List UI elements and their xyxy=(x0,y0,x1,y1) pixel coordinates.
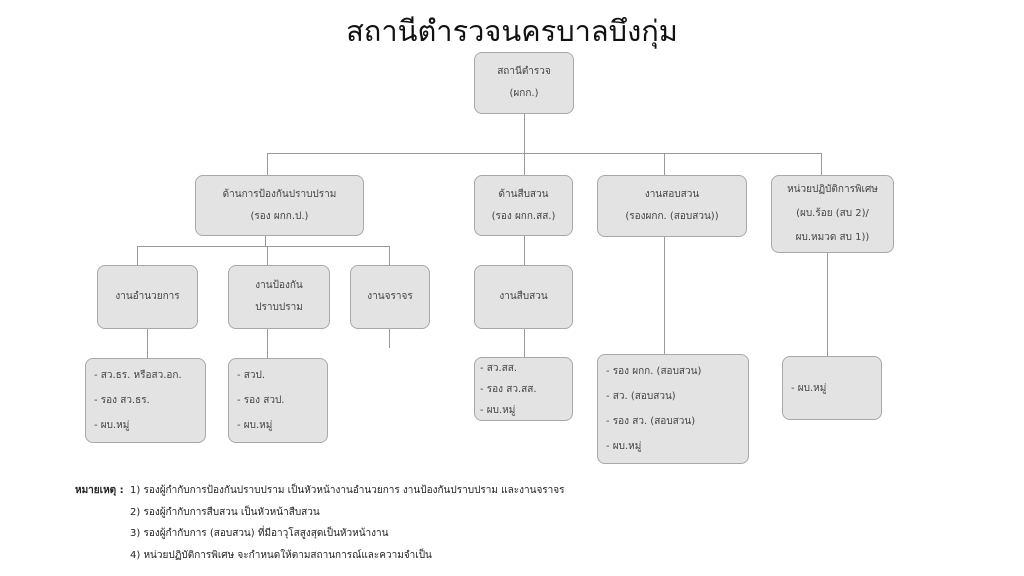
staff-item: - สวป. xyxy=(237,370,266,381)
unit-traffic: งานจราจร xyxy=(350,265,430,329)
staff-item: - สว.ธร. หรือสว.อก. xyxy=(94,370,182,381)
branch-investigation: ด้านสืบสวน (รอง ผกก.สส.) xyxy=(474,175,573,236)
node-label: หน่วยปฏิบัติการพิเศษ xyxy=(787,184,878,195)
unit-administration: งานอำนวยการ xyxy=(97,265,198,329)
staff-item: - ผบ.หมู่ xyxy=(606,441,642,452)
chart-title: สถานีตำรวจนครบาลบึงกุ่ม xyxy=(346,14,678,48)
unit-investigation: งานสืบสวน xyxy=(474,265,573,329)
connector xyxy=(664,153,665,175)
notes-label: หมายเหตุ : xyxy=(75,485,124,496)
connector xyxy=(147,329,148,358)
staff-list-investigation: - สว.สส. - รอง สว.สส. - ผบ.หมู่ xyxy=(474,357,573,421)
connector xyxy=(664,237,665,354)
staff-item: - รอง สว.สส. xyxy=(480,383,537,395)
node-label: ด้านสืบสวน xyxy=(498,188,549,200)
note-item: 1) รองผู้กำกับการป้องกันปราบปราม เป็นหัว… xyxy=(130,485,565,496)
connector xyxy=(265,236,266,246)
connector xyxy=(137,246,138,265)
connector xyxy=(137,246,390,247)
node-label: งานสอบสวน xyxy=(644,189,700,200)
node-sublabel: (ผกก.) xyxy=(509,88,539,99)
node-sublabel: (ผบ.ร้อย (สบ 2)/ xyxy=(796,208,869,219)
staff-item: - รอง สวป. xyxy=(237,395,285,406)
node-sublabel: (รอง ผกก.ป.) xyxy=(250,210,309,222)
connector xyxy=(267,246,268,265)
node-label: งานป้องกัน xyxy=(255,280,303,291)
node-sublabel: (รองผกก. (สอบสวน)) xyxy=(625,211,719,222)
branch-prevention: ด้านการป้องกันปราบปราม (รอง ผกก.ป.) xyxy=(195,175,364,236)
staff-list-prevention: - สวป. - รอง สวป. - ผบ.หมู่ xyxy=(228,358,328,443)
branch-special-ops: หน่วยปฏิบัติการพิเศษ (ผบ.ร้อย (สบ 2)/ ผบ… xyxy=(771,175,894,253)
node-sublabel: ผบ.หมวด สบ 1)) xyxy=(795,232,870,243)
connector xyxy=(524,329,525,357)
connector xyxy=(267,153,268,175)
staff-item: - รอง สว.ธร. xyxy=(94,395,150,406)
note-item: 2) รองผู้กำกับการสืบสวน เป็นหัวหน้าสืบสว… xyxy=(130,506,320,518)
connector xyxy=(524,236,525,265)
note-item: 4) หน่วยปฏิบัติการพิเศษ จะกำหนดให้ตามสถา… xyxy=(130,549,432,561)
staff-list-administration: - สว.ธร. หรือสว.อก. - รอง สว.ธร. - ผบ.หม… xyxy=(85,358,206,443)
staff-item: - ผบ.หมู่ xyxy=(791,382,827,394)
node-label: ปราบปราม xyxy=(255,302,303,313)
staff-item: - สว.สส. xyxy=(480,362,518,374)
connector xyxy=(524,153,525,175)
connector xyxy=(827,253,828,356)
connector xyxy=(389,246,390,265)
node-label: สถานีตำรวจ xyxy=(497,66,551,77)
node-label: ด้านการป้องกันปราบปราม xyxy=(222,188,337,200)
node-label: งานอำนวยการ xyxy=(115,291,180,302)
node-sublabel: (รอง ผกก.สส.) xyxy=(491,210,556,222)
staff-item: - รอง ผกก. (สอบสวน) xyxy=(606,366,702,377)
connector xyxy=(524,114,525,153)
node-label: งานสืบสวน xyxy=(499,291,548,302)
connector xyxy=(267,329,268,358)
connector xyxy=(389,329,390,348)
notes: หมายเหตุ : 1) รองผู้กำกับการป้องกันปราบป… xyxy=(75,480,565,561)
staff-item: - รอง สว. (สอบสวน) xyxy=(606,416,696,427)
root-node: สถานีตำรวจ (ผกก.) xyxy=(474,52,574,114)
note-item: 3) รองผู้กำกับการ (สอบสวน) ที่มีอาวุโสสู… xyxy=(130,528,389,539)
node-label: งานจราจร xyxy=(367,291,413,302)
staff-item: - ผบ.หมู่ xyxy=(480,404,516,416)
staff-item: - ผบ.หมู่ xyxy=(237,420,273,431)
branch-inquiry: งานสอบสวน (รองผกก. (สอบสวน)) xyxy=(597,175,747,237)
staff-list-inquiry: - รอง ผกก. (สอบสวน) - สว. (สอบสวน) - รอง… xyxy=(597,354,749,464)
connector xyxy=(267,153,822,154)
unit-crime-prevention: งานป้องกัน ปราบปราม xyxy=(228,265,330,329)
staff-item: - สว. (สอบสวน) xyxy=(606,391,676,402)
staff-list-special-ops: - ผบ.หมู่ xyxy=(782,356,882,420)
connector xyxy=(821,153,822,175)
staff-item: - ผบ.หมู่ xyxy=(94,420,130,431)
